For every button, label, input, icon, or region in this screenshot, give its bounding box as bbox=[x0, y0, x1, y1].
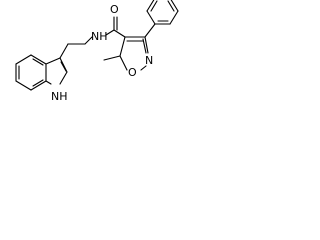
amide-bonds bbox=[105, 16, 126, 38]
phenyl-ring bbox=[144, 0, 179, 38]
molecule-diagram: NH NH O N O bbox=[15, 0, 179, 103]
indole-benzene-ring bbox=[15, 54, 47, 91]
indole-pyrrole-ring bbox=[45, 57, 68, 85]
methyl-group bbox=[103, 55, 121, 61]
isoxazole-n-label: N bbox=[145, 54, 153, 67]
amide-nh-label: NH bbox=[91, 30, 108, 43]
indole-nh-label: NH bbox=[51, 90, 68, 103]
ethyl-linker bbox=[59, 36, 93, 59]
isoxazole-ring bbox=[119, 36, 149, 71]
carbonyl-o-label: O bbox=[110, 3, 119, 16]
isoxazole-o-label: O bbox=[128, 66, 137, 79]
